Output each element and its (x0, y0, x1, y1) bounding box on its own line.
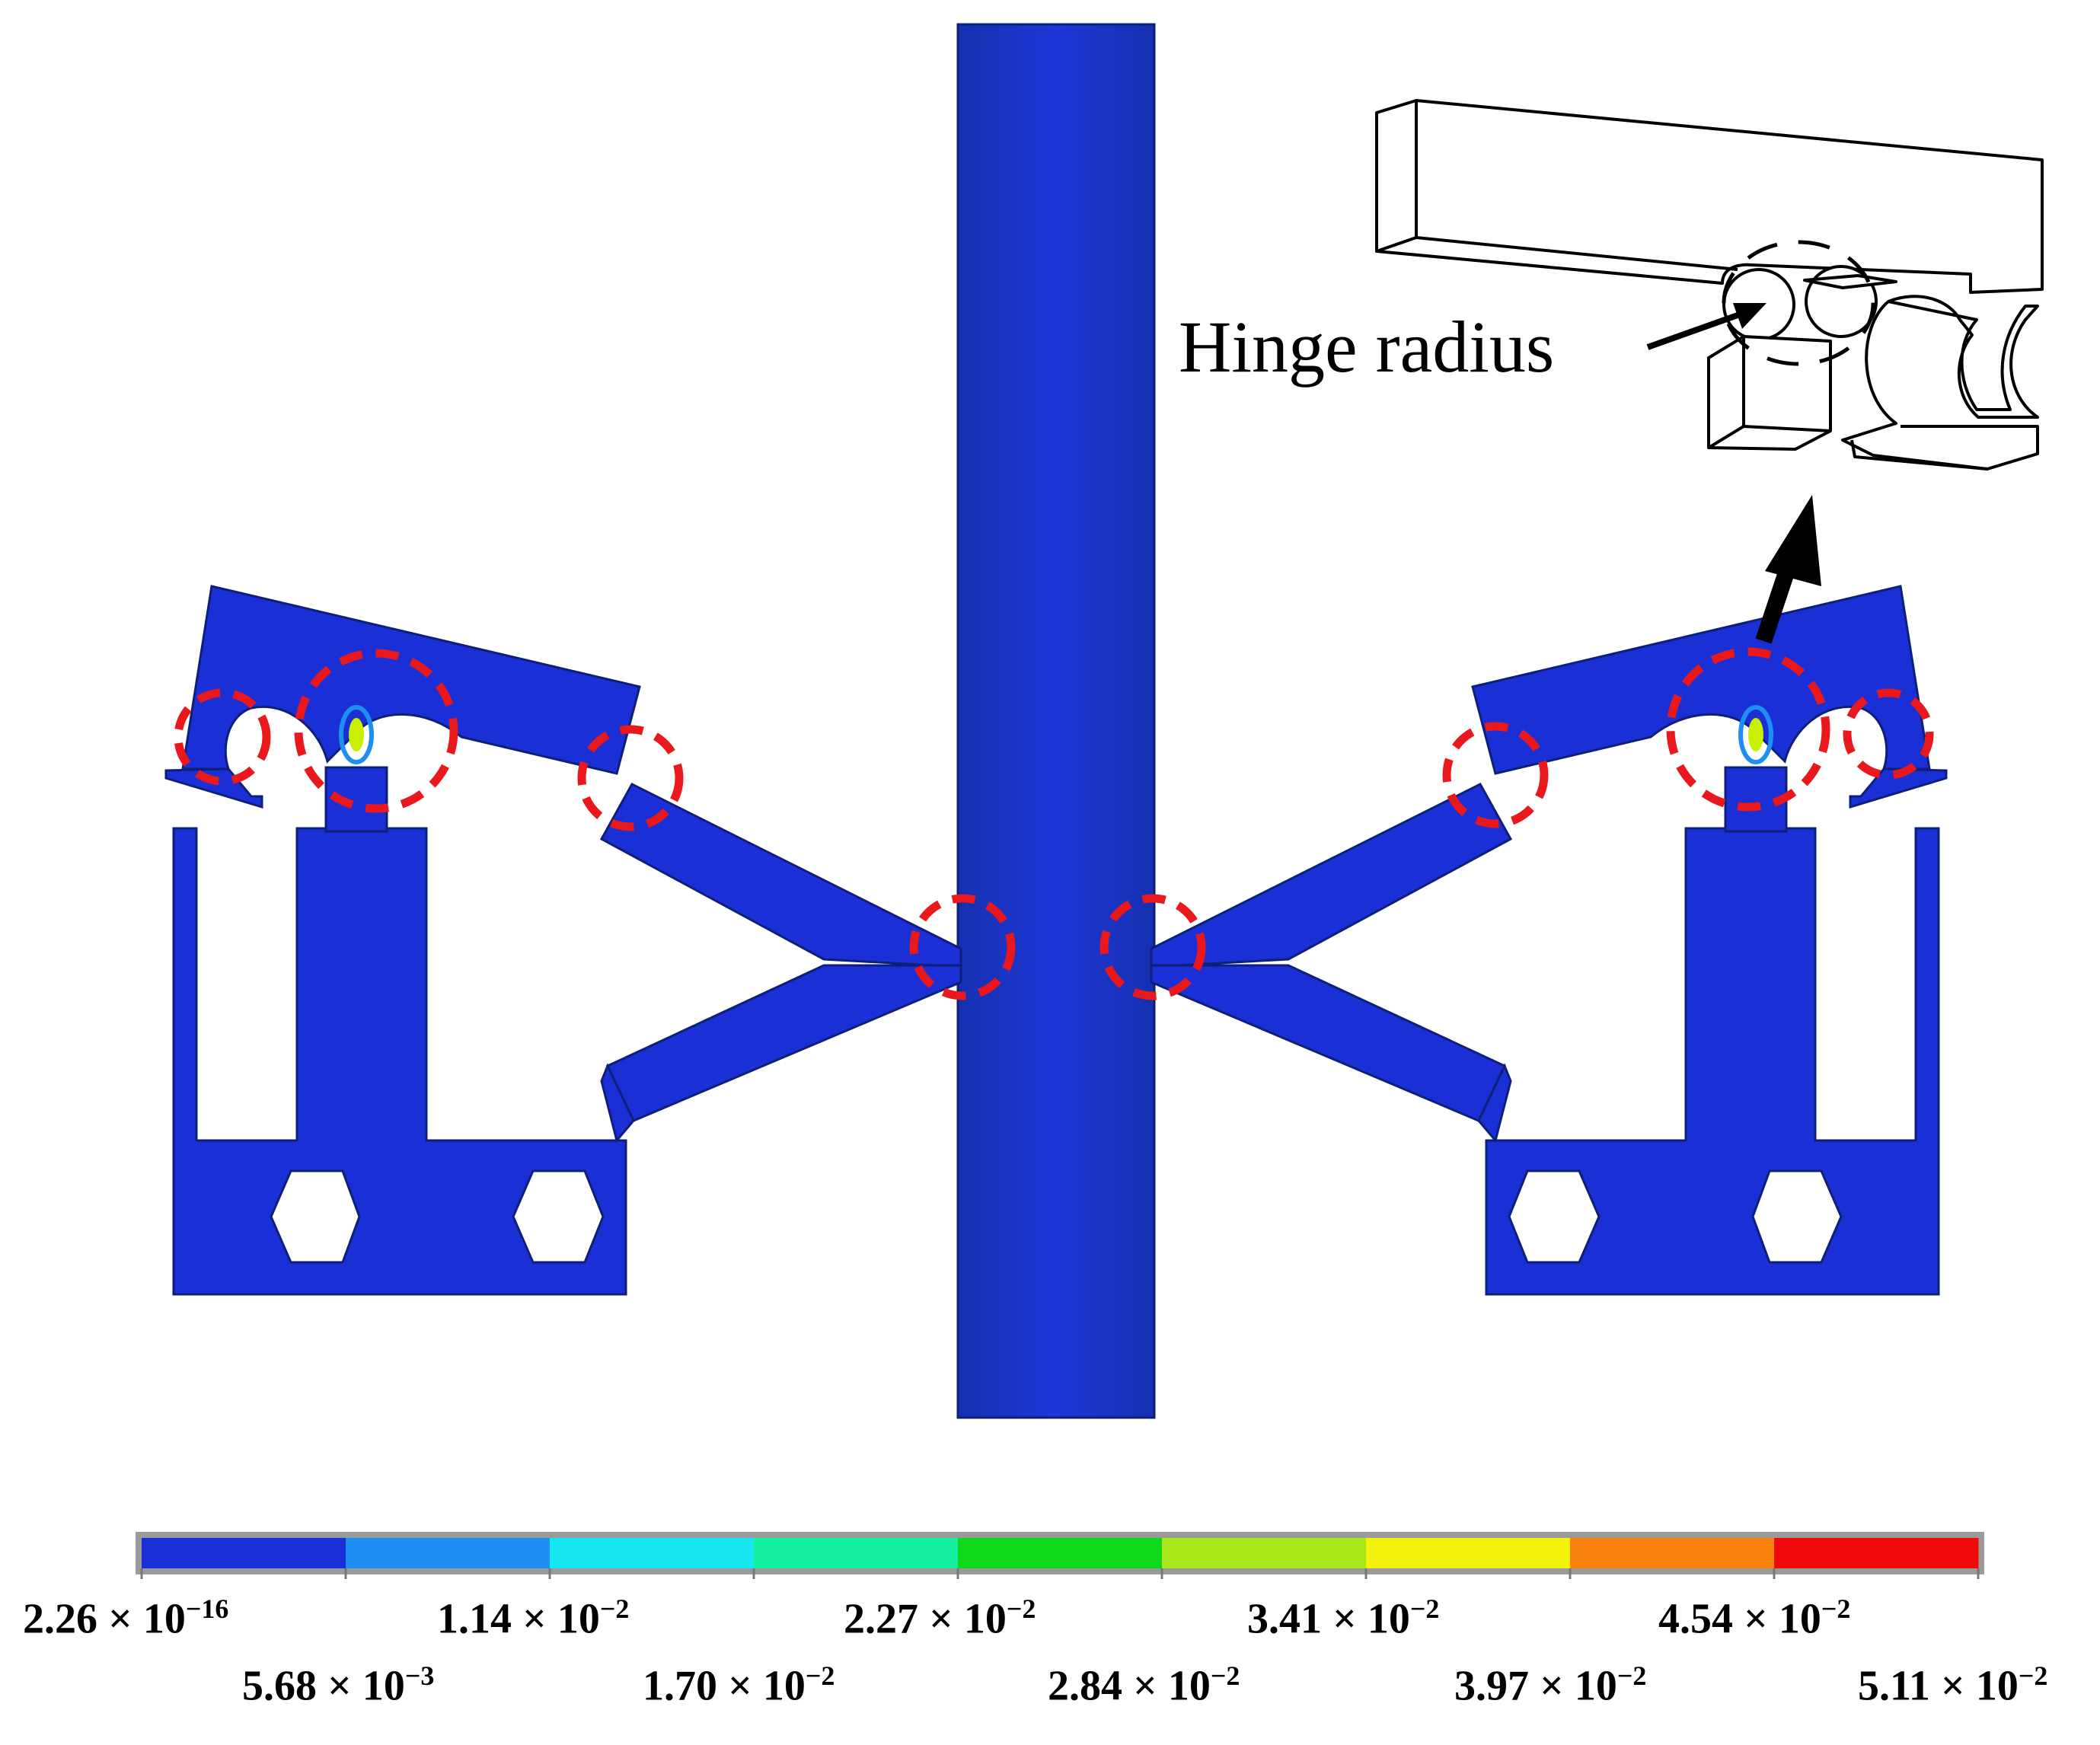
left-base-hole-2 (512, 1169, 605, 1264)
right-outer-hinge-highlight (1843, 688, 1934, 780)
central-shaft (956, 23, 1156, 1419)
colorbar-tick-label: 2.27 × 10−2 (844, 1593, 1036, 1643)
colorbar-tick-label: 1.14 × 10−2 (437, 1593, 630, 1643)
left-center-hinge-highlight (294, 649, 458, 813)
colorbar-segment (1162, 1538, 1367, 1568)
hinge-inset-drawing (1375, 99, 2044, 471)
right-upper-arm (1471, 585, 1931, 775)
left-outer-flexure (164, 767, 263, 809)
left-hinge-stress-halo (339, 705, 374, 764)
colorbar-tick-label: 5.68 × 10−3 (242, 1660, 435, 1710)
colorbar-segment (1366, 1538, 1571, 1568)
colorbar-tick-label: 2.26 × 10−16 (23, 1593, 229, 1643)
colorbar-segment (142, 1538, 346, 1568)
colorbar-tick-label: 3.97 × 10−2 (1454, 1660, 1647, 1710)
right-arm-hinge-highlight (1442, 722, 1549, 828)
colorbar-tick-label: 3.41 × 10−2 (1247, 1593, 1440, 1643)
left-base-hole-1 (270, 1169, 361, 1264)
right-lower-link-root (1477, 1063, 1512, 1144)
hinge-radius-pointer (1646, 303, 1766, 350)
right-tip-hinge-highlight (1099, 894, 1206, 1000)
colorbar-segment (550, 1538, 755, 1568)
colorbar-segment (1774, 1538, 1979, 1568)
colorbar-tick-label: 5.11 × 10−2 (1858, 1660, 2048, 1710)
colorbar-tick-label: 2.84 × 10−2 (1048, 1660, 1240, 1710)
right-center-hinge-highlight (1666, 647, 1830, 812)
right-lower-link (1150, 964, 1507, 1122)
hinge-radius-dashed-circle (1722, 240, 1875, 366)
colorbar-segment (958, 1538, 1163, 1568)
colorbar (136, 1532, 1984, 1579)
right-base-hole-2 (1508, 1169, 1601, 1264)
colorbar-tick-label: 4.54 × 10−2 (1658, 1593, 1851, 1643)
colorbar-segment (754, 1538, 959, 1568)
left-lower-link-root (600, 1063, 635, 1144)
left-lower-link (605, 964, 962, 1122)
hinge-radius-label: Hinge radius (1179, 306, 1555, 388)
left-arm-hinge-highlight (577, 725, 684, 831)
left-outer-hinge-highlight (174, 688, 271, 786)
right-upper-link (1150, 783, 1513, 968)
left-tip-hinge-highlight (909, 894, 1016, 1000)
left-upper-link (599, 783, 962, 968)
left-hinge-stress-spot (349, 718, 364, 751)
right-outer-flexure (1849, 767, 1948, 809)
right-hinge-stress-spot (1748, 718, 1763, 751)
callout-arrow (1755, 495, 1821, 644)
left-upper-arm (181, 585, 641, 775)
right-hinge-stress-halo (1738, 705, 1773, 764)
colorbar-segment (346, 1538, 551, 1568)
colorbar-tick-label: 1.70 × 10−2 (643, 1660, 835, 1710)
right-base-hole-1 (1751, 1169, 1843, 1264)
colorbar-segment (1570, 1538, 1775, 1568)
